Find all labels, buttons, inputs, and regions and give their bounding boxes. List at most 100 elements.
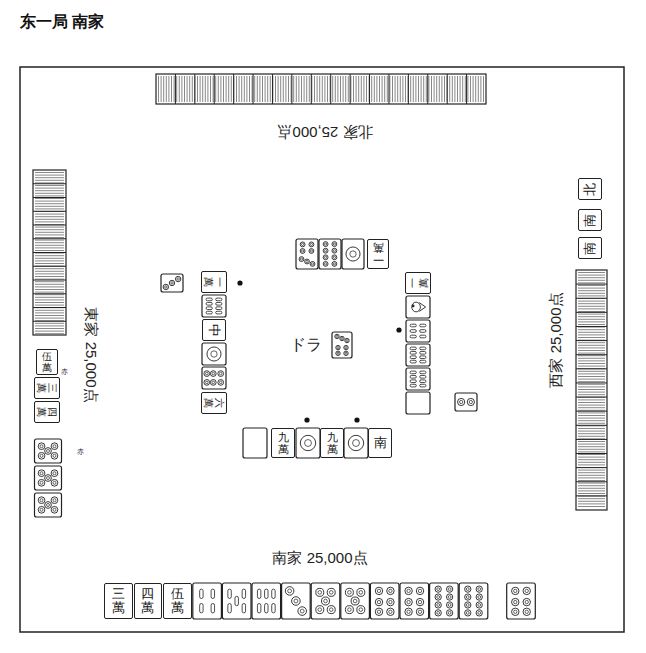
- pin-pip: [38, 470, 45, 477]
- mahjong-tile: [406, 296, 430, 318]
- pin-pip: [523, 598, 530, 605]
- wall-divider: [576, 368, 607, 369]
- sou-bar: [420, 351, 426, 354]
- pin-pip-core: [418, 589, 421, 592]
- wall-divider: [447, 74, 448, 104]
- pin-pip-core: [294, 599, 298, 603]
- wall-divider: [576, 411, 607, 412]
- pin-pip-core: [302, 250, 304, 252]
- wall-stripe: [578, 488, 605, 489]
- pin-pip-core: [448, 611, 451, 614]
- wall-stripe: [202, 76, 203, 102]
- pin-pip: [446, 586, 452, 592]
- wall-divider: [466, 74, 467, 104]
- tile-outline: [332, 332, 352, 358]
- wall-stripe: [578, 358, 605, 359]
- pin-pip: [405, 608, 412, 615]
- wall-stripe: [304, 76, 305, 102]
- tile-outline: [400, 583, 429, 619]
- pin-pip: [163, 284, 168, 289]
- wall-stripe: [578, 384, 605, 385]
- wall-stripe: [239, 76, 240, 102]
- tile-outline: [35, 493, 62, 517]
- wall-stripe: [35, 180, 64, 181]
- pin-pip: [305, 259, 310, 264]
- sou-bar: [216, 311, 222, 314]
- wall-stripe: [220, 76, 221, 102]
- wall-divider: [576, 453, 607, 454]
- pin-pip: [345, 606, 353, 614]
- pin-pip: [285, 587, 294, 596]
- wall-stripe: [578, 345, 605, 346]
- wall-stripe: [35, 284, 64, 285]
- mahjong-tile: [455, 393, 477, 411]
- tile-character: 一萬: [203, 277, 225, 287]
- pin-pip: [310, 261, 315, 266]
- wall-stripe: [265, 76, 266, 102]
- tile-outline: [342, 239, 364, 269]
- mahjong-tile: [341, 583, 370, 619]
- sou-bar: [206, 302, 212, 305]
- wall-stripe: [578, 399, 605, 400]
- tile-character: 南: [374, 436, 387, 450]
- wall-stripe: [296, 76, 297, 102]
- wall-stripe: [467, 76, 468, 102]
- wall-stripe: [35, 331, 64, 332]
- wall-divider: [233, 74, 234, 104]
- wall-stripe: [410, 76, 411, 102]
- tile-character: 六萬: [203, 398, 225, 408]
- pin-pip-core: [514, 600, 517, 603]
- pin-pip-core: [525, 589, 528, 592]
- wall-divider: [576, 397, 607, 398]
- wall-divider: [576, 298, 607, 299]
- wall-stripe: [578, 275, 605, 276]
- pin-pip-core: [53, 499, 56, 502]
- round-title: 东一局 南家: [20, 12, 104, 33]
- sou-bar: [420, 375, 426, 378]
- sou-bar: [265, 589, 268, 598]
- pin-pip-core: [407, 589, 410, 592]
- mahjong-tile: [311, 583, 340, 619]
- wall-stripe: [285, 76, 286, 102]
- wall-stripe: [578, 446, 605, 447]
- wall-stripe: [35, 268, 64, 269]
- board-label: 南家 25,000点: [272, 549, 367, 568]
- tile-outline: [202, 367, 226, 389]
- pin-pip: [45, 502, 52, 509]
- wall-stripe: [366, 76, 367, 102]
- tile-character: 南: [583, 214, 597, 227]
- bird-eye: [412, 305, 415, 308]
- pin-pip: [323, 248, 328, 253]
- wall-stripe: [35, 203, 64, 204]
- pin-pip: [335, 334, 339, 338]
- tile-outline: [311, 583, 340, 619]
- tile-outline: [406, 368, 430, 390]
- tile-outline: [222, 583, 251, 619]
- wall-stripe: [35, 206, 64, 207]
- pin-pip-core: [329, 608, 333, 612]
- pin-pip-core: [40, 481, 43, 484]
- wall-divider: [576, 340, 607, 341]
- pin-pip: [51, 470, 58, 477]
- pin-pip-core: [329, 591, 333, 595]
- pin-pip: [375, 598, 382, 605]
- wall-stripe: [246, 76, 247, 102]
- wall-stripe: [35, 245, 64, 246]
- wall-divider: [33, 280, 66, 281]
- pin-pip: [309, 242, 314, 247]
- wall-stripe: [578, 280, 605, 281]
- pin-pip-core: [377, 589, 380, 592]
- pin-pip-core: [40, 445, 43, 448]
- pin-pip: [336, 351, 340, 355]
- pin-pip: [332, 261, 337, 266]
- pin-pip-core: [353, 599, 357, 603]
- tile-outline: [193, 583, 222, 619]
- pin-pip-core: [206, 381, 209, 384]
- wall-stripe: [280, 76, 281, 102]
- wall-stripe: [35, 198, 64, 199]
- pin-pip-core: [359, 591, 363, 595]
- wall-divider: [33, 238, 66, 239]
- pin-pip-core: [53, 508, 56, 511]
- wall-stripe: [35, 328, 64, 329]
- pin-pip: [332, 255, 337, 260]
